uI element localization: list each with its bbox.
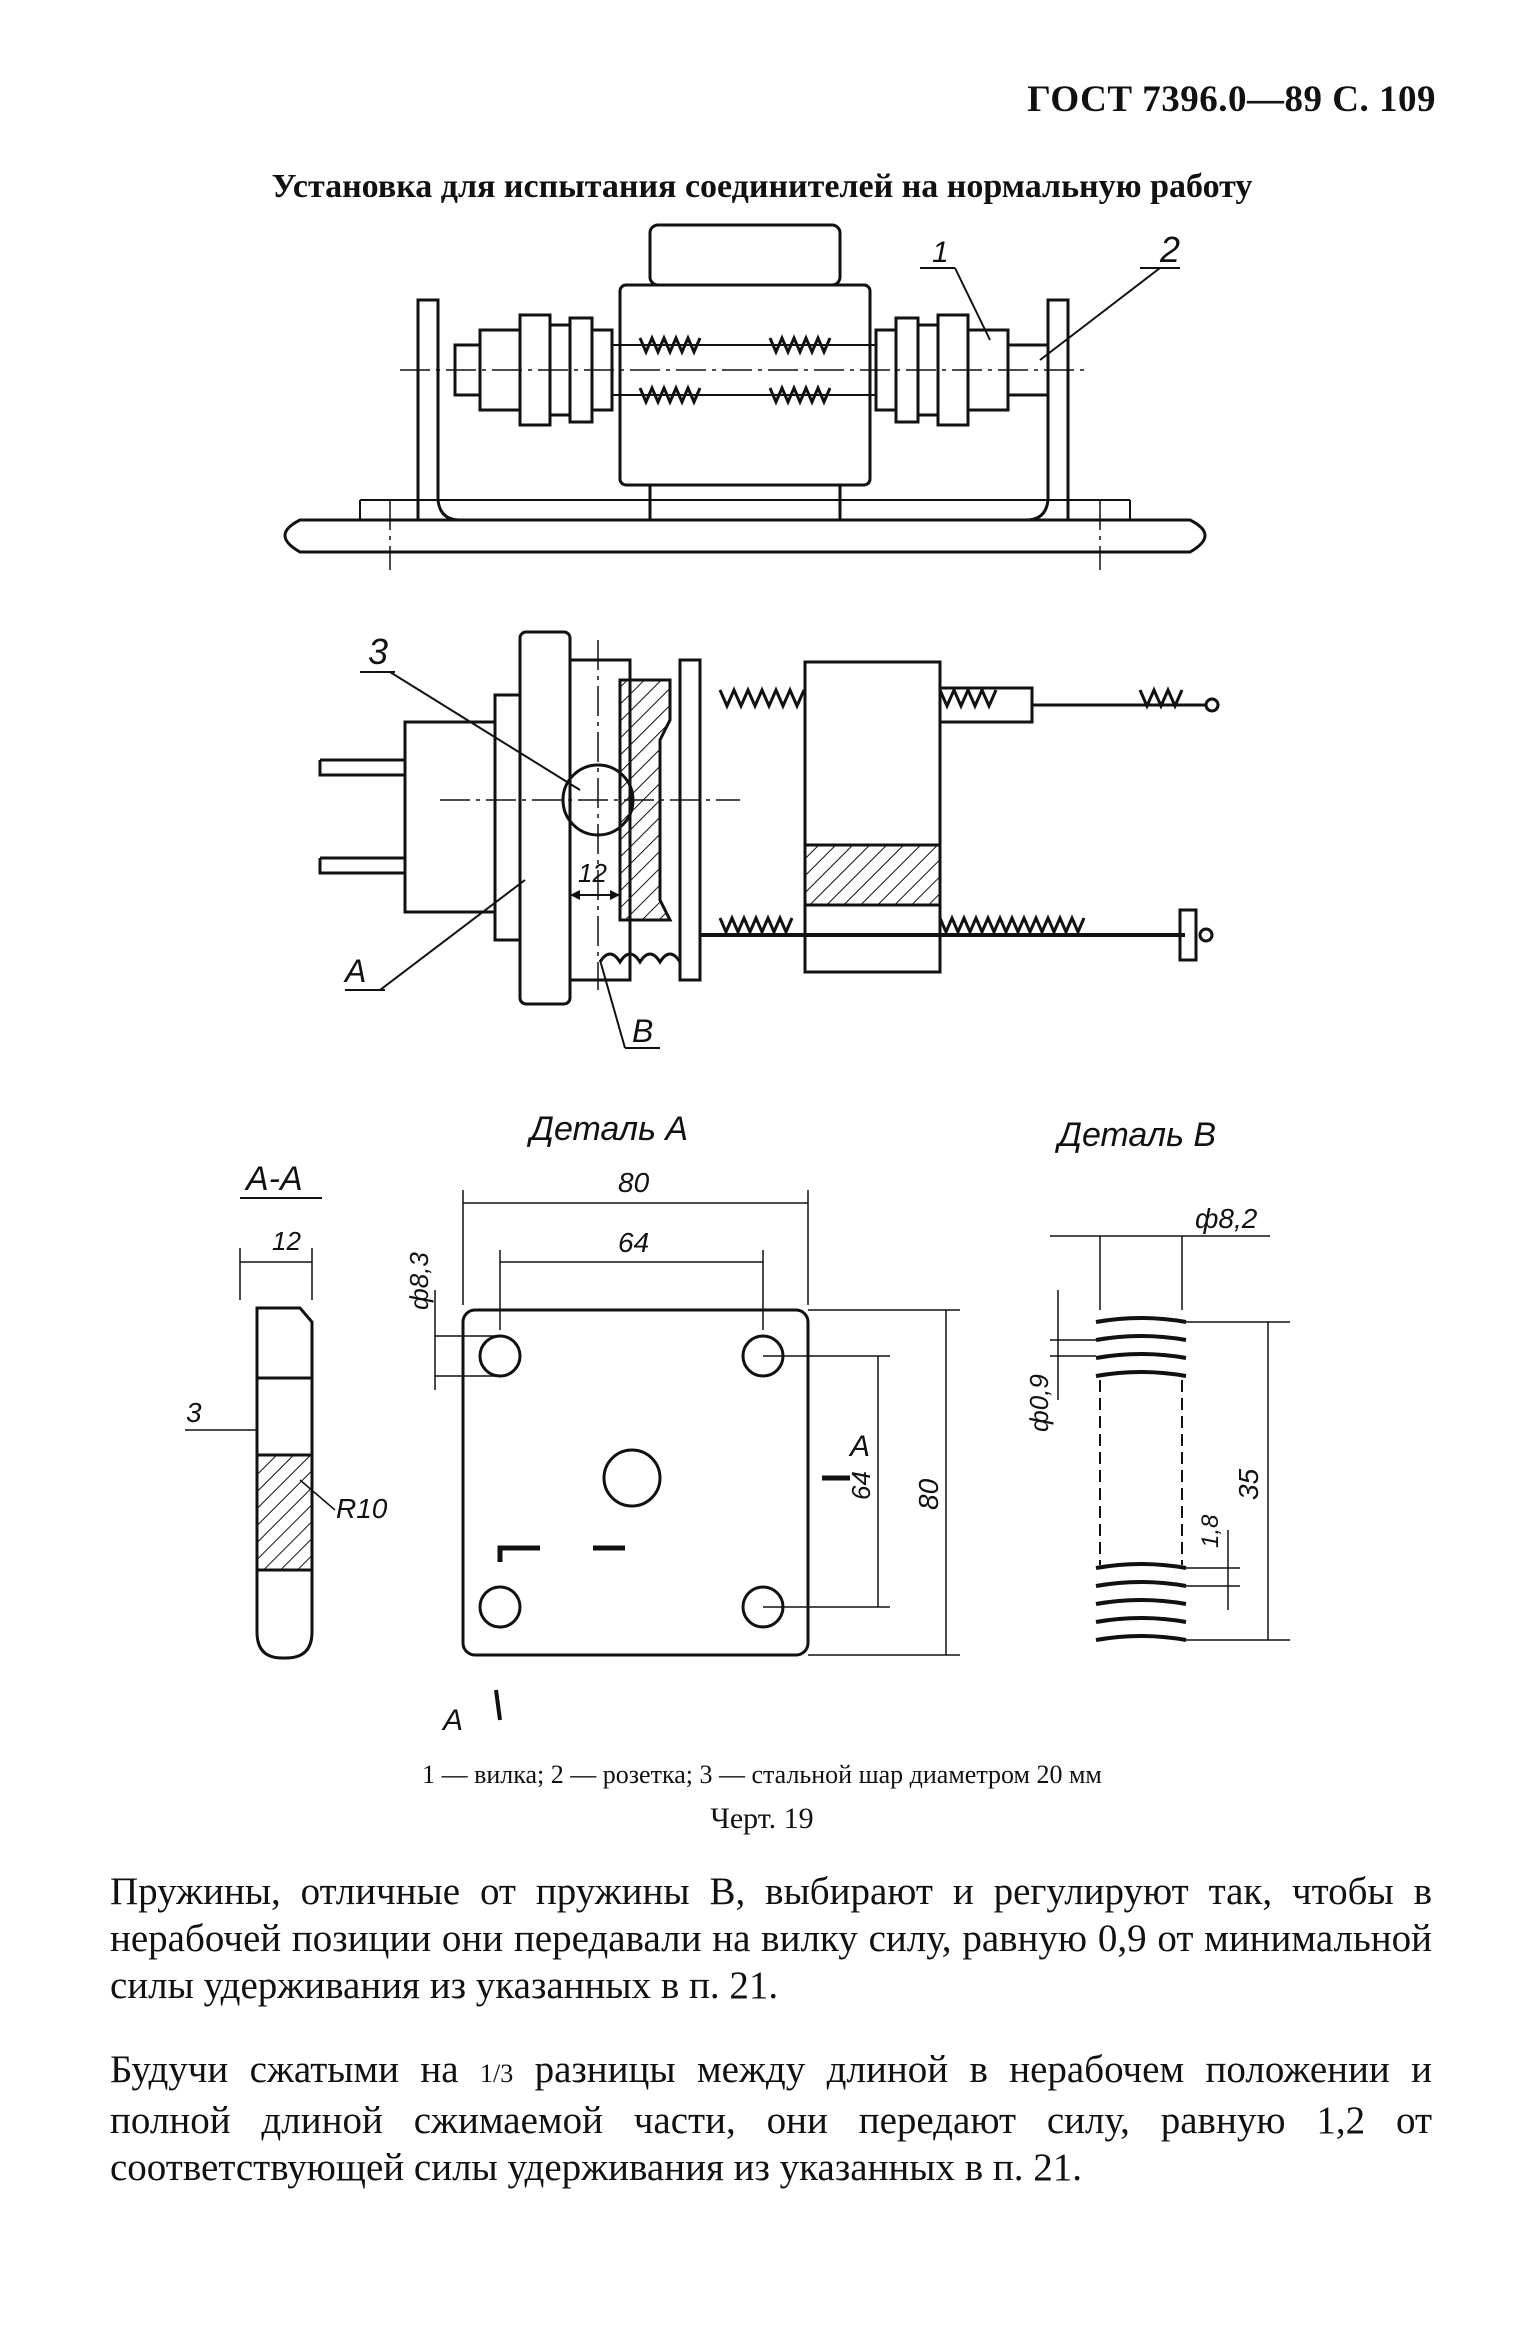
assembly-section-view <box>318 630 1220 1006</box>
springs-front-view <box>638 334 832 406</box>
springs-section-view <box>718 686 1184 936</box>
paragraph-2-after: разницы между длиной в нерабочем положен… <box>110 2048 1432 2189</box>
detail-b-dim-dia09: ф0,9 <box>1024 1374 1054 1432</box>
paragraph-2: Будучи сжатыми на 1/3 разницы между длин… <box>110 2046 1432 2191</box>
detail-b-dim-dia82: ф8,2 <box>1195 1203 1258 1234</box>
figure-title: Установка для испытания соединителей на … <box>271 168 1253 205</box>
detail-b-dim-18: 1,8 <box>1197 1514 1224 1548</box>
section-mark-top: А <box>848 1430 870 1463</box>
assembly-front-view <box>283 223 1207 554</box>
detail-b-title: Деталь В <box>1054 1116 1216 1154</box>
detail-a-dim-80-top: 80 <box>618 1167 650 1198</box>
detail-a-dim-64-side: 64 <box>846 1471 876 1500</box>
detail-a-plate <box>434 1190 960 1721</box>
section-a-a <box>185 1197 336 1660</box>
callout-b: B <box>632 1013 653 1049</box>
callout-3: 3 <box>368 631 388 672</box>
detail-a-title: Деталь А <box>526 1110 688 1148</box>
detail-a-dim-dia83: ф8,3 <box>404 1252 434 1310</box>
figure-legend: 1 — вилка; 2 — розетка; 3 — стальной шар… <box>422 1760 1102 1789</box>
section-dim-12: 12 <box>272 1226 301 1256</box>
detail-b-dim-35: 35 <box>1233 1468 1264 1500</box>
paragraph-2-before: Будучи сжатыми на <box>110 2048 480 2091</box>
detail-a-dim-64-top: 64 <box>618 1227 649 1258</box>
dim-12-section: 12 <box>578 858 607 888</box>
paragraph-1: Пружины, отличные от пружины В, выбирают… <box>110 1870 1432 2007</box>
section-mark-bottom: А <box>441 1704 463 1737</box>
detail-b-spring <box>1050 1235 1290 1642</box>
section-a-a-title: А-А <box>244 1160 303 1198</box>
detail-a-dim-80-side: 80 <box>913 1478 944 1510</box>
figure-caption: Черт. 19 <box>710 1802 814 1835</box>
section-dim-r10: R10 <box>336 1493 388 1524</box>
technical-drawing: 1 2 3 A B 12 Деталь А Деталь В А-А 12 3 … <box>185 223 1290 1737</box>
paragraph-2-fraction: 1/3 <box>479 2059 514 2088</box>
callout-2: 2 <box>1159 229 1180 270</box>
page-header-code: ГОСТ 7396.0—89 С. 109 <box>1027 79 1436 120</box>
section-dim-3: 3 <box>186 1397 202 1428</box>
callout-1: 1 <box>932 236 949 269</box>
callout-a: A <box>343 953 366 989</box>
